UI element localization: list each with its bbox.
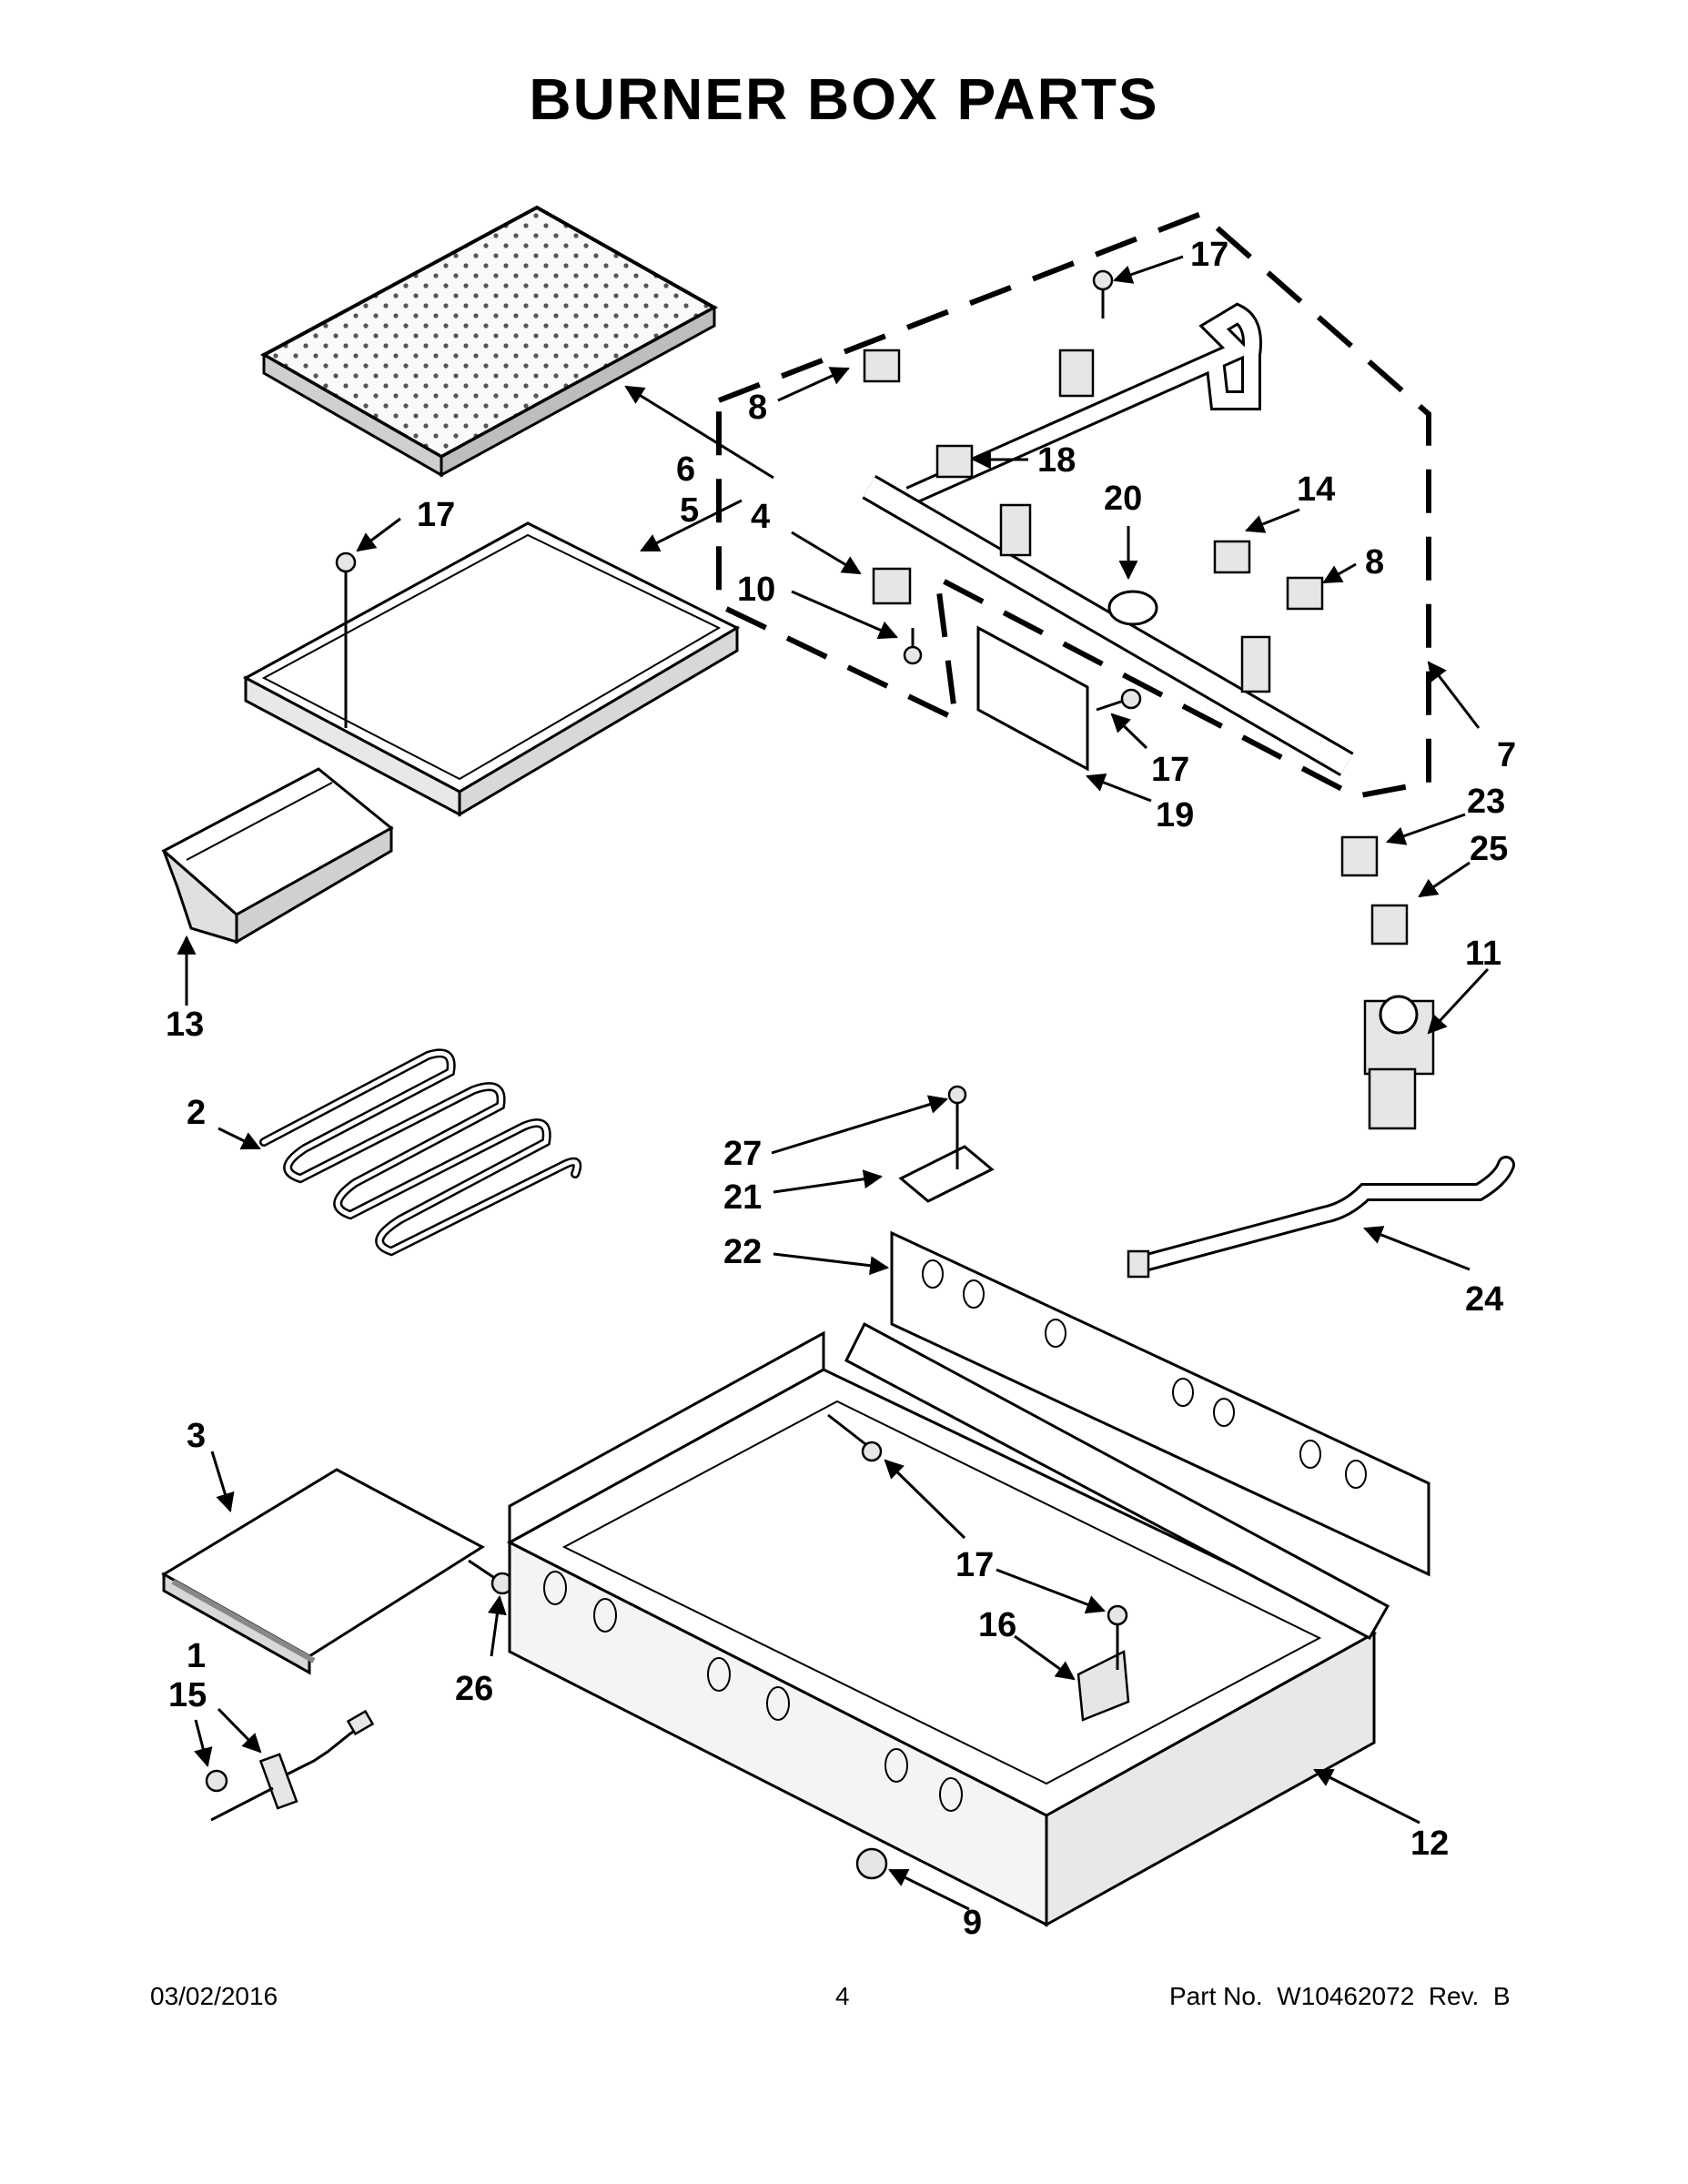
burner-box-holes — [543, 1571, 963, 1812]
callout-27: 27 — [723, 1135, 762, 1173]
burner-box-part-12 — [506, 1321, 1390, 1927]
page-title: BURNER BOX PARTS — [529, 66, 1159, 132]
bracket-part-21 — [898, 1085, 995, 1203]
screw-part-17-top — [1092, 269, 1114, 318]
callout-3: 3 — [187, 1417, 206, 1455]
plate-part-19 — [976, 625, 1142, 772]
callout-14: 14 — [1297, 470, 1335, 509]
callout-21: 21 — [723, 1178, 762, 1217]
heating-element-part-2 — [259, 1048, 582, 1257]
rear-panel-part-22 — [890, 1230, 1430, 1577]
footer-part-number: Part No. W10462072 Rev. B — [1169, 1982, 1511, 2010]
callout-20: 20 — [1104, 480, 1142, 518]
igniter-assembly-part-1 — [205, 1709, 375, 1822]
griddle-plate-part-6 — [259, 205, 719, 478]
grease-tray-part-13 — [161, 767, 394, 945]
foot-part-9 — [855, 1847, 888, 1880]
callout-23: 23 — [1467, 783, 1505, 821]
regulator-part-11 — [1363, 995, 1435, 1130]
callout-8-left: 8 — [748, 389, 767, 427]
callout-7: 7 — [1497, 736, 1516, 774]
footer-date: 03/02/2016 — [150, 1982, 278, 2010]
callout-labels: 6 5 17 13 2 3 1 15 26 27 21 22 17 16 9 1… — [166, 236, 1516, 1942]
callout-6: 6 — [676, 450, 695, 489]
callout-18: 18 — [1037, 441, 1076, 480]
fitting-part-25 — [1370, 904, 1409, 945]
callout-5: 5 — [680, 491, 699, 530]
callout-12: 12 — [1410, 1825, 1449, 1863]
callout-17-top: 17 — [1190, 236, 1228, 274]
screw-part-17-frame — [335, 551, 357, 728]
callout-16: 16 — [978, 1606, 1016, 1644]
screw-part-26 — [468, 1559, 514, 1595]
callout-9: 9 — [963, 1904, 982, 1942]
callout-2: 2 — [187, 1094, 206, 1132]
callout-13: 13 — [166, 1006, 204, 1044]
footer-page-number: 4 — [835, 1982, 850, 2010]
callout-24: 24 — [1465, 1280, 1503, 1319]
callout-17-frame: 17 — [417, 496, 455, 534]
callout-25: 25 — [1470, 830, 1508, 868]
bracket-part-4 — [872, 567, 923, 665]
disc-part-20 — [1107, 590, 1158, 626]
fitting-part-23 — [1340, 835, 1379, 877]
callout-17-box: 17 — [955, 1546, 994, 1584]
gas-tube-part-24 — [1127, 1156, 1515, 1279]
leader-lines — [177, 255, 1490, 1911]
frame-part-5 — [242, 521, 741, 817]
callout-10: 10 — [737, 571, 775, 609]
callout-11: 11 — [1465, 935, 1501, 973]
callout-22: 22 — [723, 1233, 762, 1271]
callout-19: 19 — [1156, 796, 1194, 834]
callout-17-plate: 17 — [1151, 751, 1189, 789]
callout-4: 4 — [751, 498, 770, 536]
callout-15: 15 — [168, 1676, 207, 1714]
callout-8-right: 8 — [1365, 543, 1384, 581]
callout-1: 1 — [187, 1637, 206, 1675]
bracket-part-16 — [1076, 1604, 1130, 1722]
shield-plate-part-3 — [161, 1468, 485, 1675]
manifold-assembly-part-7 — [716, 210, 1431, 800]
callout-26: 26 — [455, 1670, 493, 1708]
screw-part-17-box — [827, 1413, 883, 1462]
